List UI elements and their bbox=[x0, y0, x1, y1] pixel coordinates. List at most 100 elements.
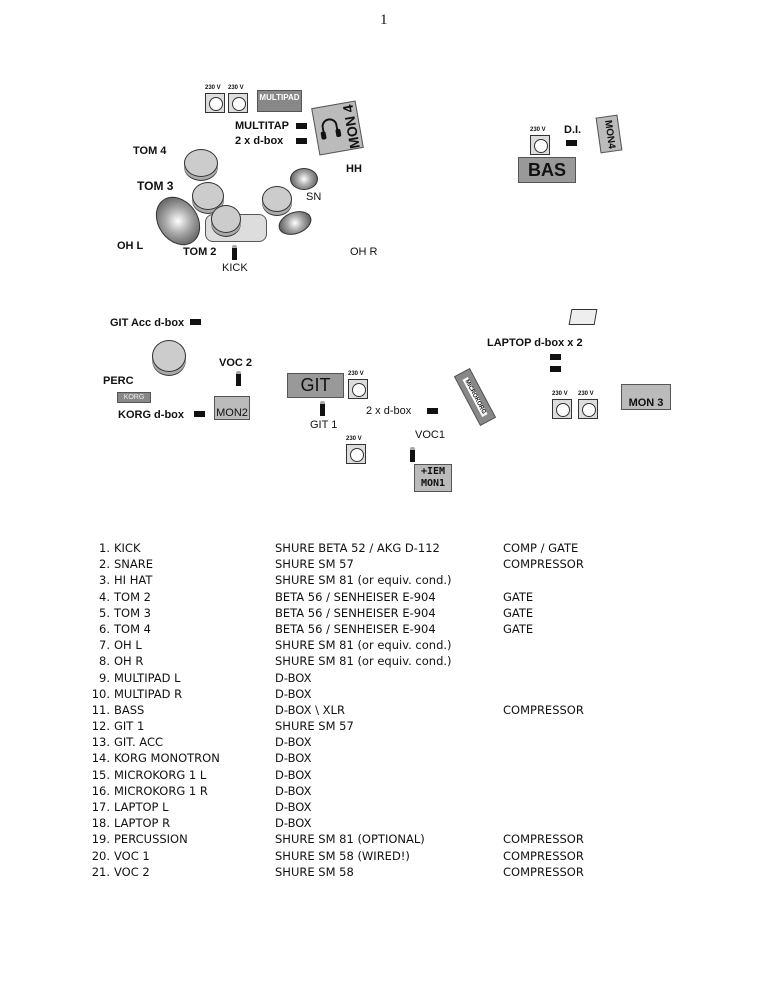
mon4-bass-wedge: MON4 bbox=[595, 114, 623, 154]
input-mic: BETA 56 / SENHEISER E-904 bbox=[275, 621, 436, 636]
mon2-wedge: MON2 bbox=[214, 396, 250, 420]
input-list-column-n: 1.2.3.4.5.6.7.8.9.10.11.12.13.14.15.16.1… bbox=[84, 540, 110, 880]
input-name: MULTIPAD R bbox=[114, 686, 183, 701]
input-mic: D-BOX \ XLR bbox=[275, 702, 345, 717]
outlet-label: 230 V bbox=[348, 371, 364, 377]
git-acc-label: GIT Acc d-box bbox=[110, 317, 185, 329]
input-proc bbox=[503, 815, 584, 831]
perc-label: PERC bbox=[103, 375, 134, 387]
input-mic: SHURE SM 81 (or equiv. cond.) bbox=[275, 654, 452, 669]
dbox-icon bbox=[190, 319, 201, 325]
input-proc bbox=[503, 718, 584, 734]
input-name: LAPTOP R bbox=[114, 816, 171, 831]
input-n: 6. bbox=[99, 621, 110, 636]
input-n: 16. bbox=[91, 783, 110, 798]
power-outlet-icon bbox=[578, 399, 598, 419]
input-name: TOM 4 bbox=[114, 621, 151, 636]
input-mic: SHURE SM 81 (or equiv. cond.) bbox=[275, 573, 452, 588]
input-mic: SHURE SM 81 (or equiv. cond.) bbox=[275, 638, 452, 653]
power-outlet-icon bbox=[205, 93, 225, 113]
dbox-icon bbox=[550, 354, 561, 360]
input-proc bbox=[503, 734, 584, 750]
outlet-label: 230 V bbox=[552, 391, 568, 397]
input-mic: D-BOX bbox=[275, 800, 312, 814]
page-number: 1 bbox=[380, 12, 388, 28]
microkorg-keyboard: MICROKORG bbox=[453, 368, 497, 426]
input-name: BASS bbox=[114, 702, 145, 717]
dbox-icon bbox=[550, 366, 561, 372]
input-name: GIT. ACC bbox=[114, 735, 163, 750]
input-name: SNARE bbox=[114, 557, 154, 572]
input-mic: SHURE SM 57 bbox=[275, 557, 354, 572]
input-proc: GATE bbox=[503, 589, 534, 604]
input-proc bbox=[503, 750, 584, 766]
input-name: MICROKORG 1 L bbox=[114, 767, 207, 782]
kick-label: KICK bbox=[222, 262, 248, 274]
input-n: 4. bbox=[99, 589, 110, 604]
drum-dbox-label: 2 x d-box bbox=[235, 135, 284, 147]
input-proc bbox=[503, 637, 584, 653]
mon4b-label: MON4 bbox=[601, 118, 617, 150]
microkorg-label: MICROKORG bbox=[462, 377, 488, 417]
input-mic: SHURE SM 81 (OPTIONAL) bbox=[275, 832, 425, 847]
input-name: LAPTOP L bbox=[114, 800, 169, 814]
git1-label: GIT 1 bbox=[310, 419, 338, 431]
tom4-drum bbox=[184, 149, 218, 177]
power-outlet-icon bbox=[346, 444, 366, 464]
voc1-mic-icon bbox=[410, 447, 415, 462]
input-n: 10. bbox=[91, 686, 110, 701]
dbox-icon bbox=[296, 123, 307, 129]
tom2-drum bbox=[211, 205, 241, 233]
input-n: 12. bbox=[91, 719, 110, 734]
input-proc bbox=[503, 686, 584, 702]
power-outlet-icon bbox=[530, 135, 550, 155]
bass-amp: BAS bbox=[518, 157, 576, 183]
input-proc bbox=[503, 799, 584, 815]
oh-r-cymbal bbox=[275, 206, 315, 240]
input-mic: SHURE SM 58 (WIRED!) bbox=[275, 848, 410, 863]
input-proc: COMP / GATE bbox=[503, 541, 579, 555]
input-n: 8. bbox=[99, 654, 110, 669]
tom2-label: TOM 2 bbox=[183, 246, 217, 258]
input-name: MULTIPAD L bbox=[114, 670, 181, 685]
input-n: 20. bbox=[91, 848, 110, 863]
input-n: 9. bbox=[99, 670, 110, 685]
oh-l-label: OH L bbox=[117, 240, 144, 252]
input-proc bbox=[503, 783, 584, 799]
dbox-icon bbox=[194, 411, 205, 417]
input-name: OH R bbox=[114, 654, 144, 669]
mon3-wedge: MON 3 bbox=[621, 384, 671, 410]
input-mic: BETA 56 / SENHEISER E-904 bbox=[275, 589, 436, 604]
input-name: TOM 3 bbox=[114, 605, 151, 620]
dbox-icon bbox=[566, 140, 577, 146]
outlet-label: 230 V bbox=[228, 85, 244, 91]
iem-label: +IEM bbox=[420, 466, 446, 477]
laptop-label: LAPTOP d-box x 2 bbox=[487, 337, 583, 349]
input-mic: D-BOX bbox=[275, 670, 312, 685]
input-name: KICK bbox=[114, 541, 141, 555]
input-mic: BETA 56 / SENHEISER E-904 bbox=[275, 605, 436, 620]
mon4-wedge: MON 4 bbox=[311, 100, 364, 156]
input-n: 15. bbox=[91, 767, 110, 782]
input-mic: SHURE BETA 52 / AKG D-112 bbox=[275, 541, 440, 555]
input-mic: D-BOX bbox=[275, 735, 312, 750]
hihat-cymbal bbox=[290, 168, 318, 190]
input-mic: D-BOX bbox=[275, 686, 312, 701]
input-proc: COMPRESSOR bbox=[503, 832, 584, 847]
git1-mic-icon bbox=[320, 401, 325, 416]
input-name: GIT 1 bbox=[114, 719, 145, 734]
outlet-label: 230 V bbox=[578, 391, 594, 397]
outlet-label: 230 V bbox=[530, 127, 546, 133]
input-name: PERCUSSION bbox=[114, 832, 188, 847]
power-outlet-icon bbox=[228, 93, 248, 113]
sn-label: SN bbox=[306, 191, 322, 203]
power-outlet-icon bbox=[552, 399, 572, 419]
korg-dbox-label: KORG d-box bbox=[118, 409, 184, 421]
perc-drum bbox=[152, 340, 186, 372]
mon1-label: MON1 bbox=[420, 478, 446, 489]
input-name: OH L bbox=[114, 638, 142, 653]
input-n: 14. bbox=[91, 751, 110, 766]
